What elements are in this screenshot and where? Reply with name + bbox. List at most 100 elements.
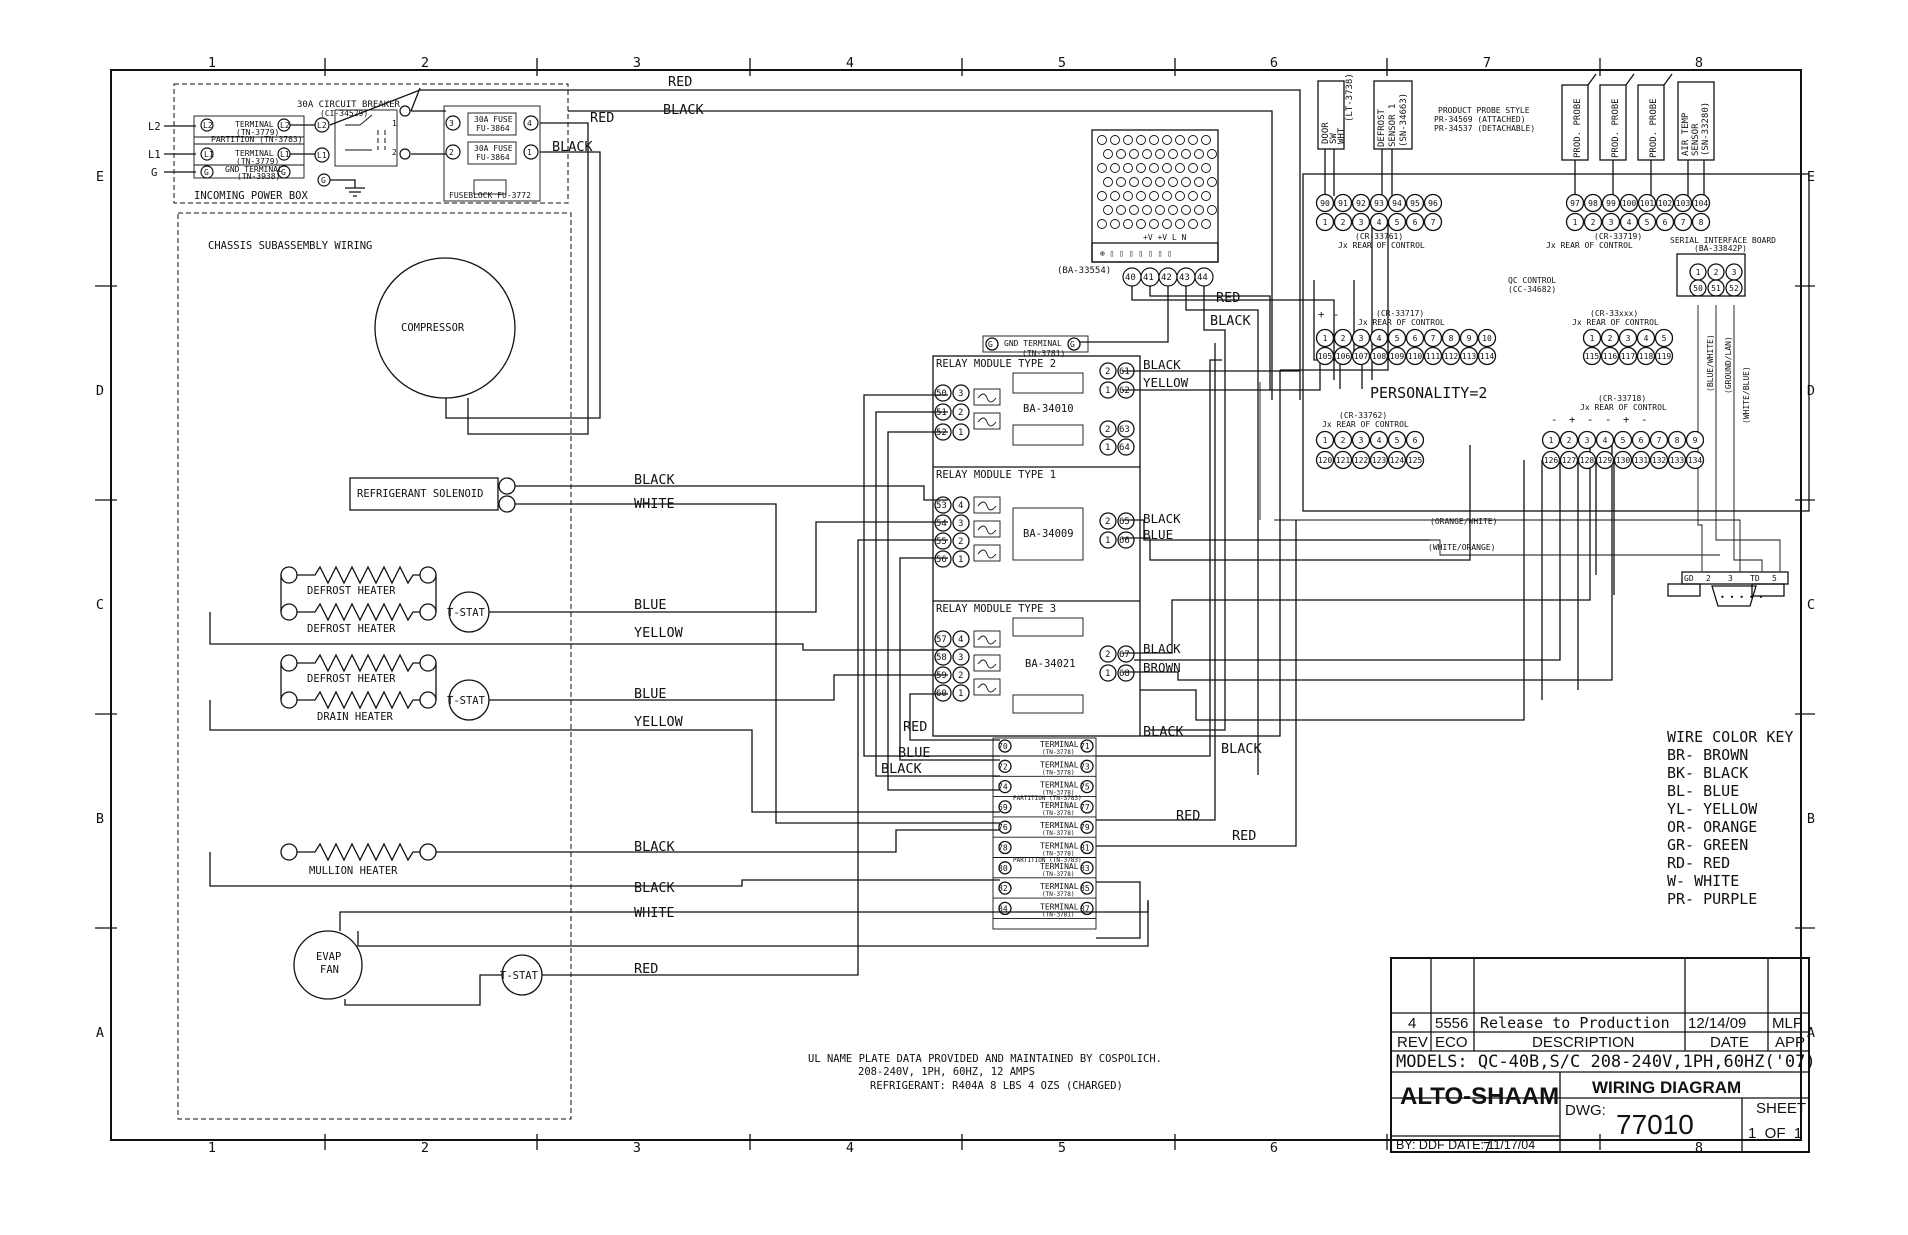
connector-part: (CR-33717)	[1376, 309, 1424, 318]
defrost-heater-label: DEFROST HEATER	[307, 673, 396, 685]
mullion-heater: MULLION HEATER	[280, 842, 437, 877]
company-logo: ALTO-SHAAM	[1400, 1083, 1559, 1110]
terminal-label: TERMINAL	[1040, 902, 1079, 911]
terminal-label: TERMINAL	[235, 120, 274, 129]
connector-pin: 90	[1320, 199, 1330, 208]
connector-pin: 112	[1444, 352, 1459, 361]
column-label: 2	[421, 55, 429, 71]
compressor-label: COMPRESSOR	[401, 322, 465, 334]
app-header: APP	[1775, 1034, 1805, 1051]
connector-pin: 91	[1338, 199, 1348, 208]
connector-pin: 120	[1318, 456, 1333, 465]
connector-pin: 130	[1616, 456, 1631, 465]
psu-pin-labels: +V +V L N	[1143, 233, 1187, 242]
polarity: +	[1569, 414, 1575, 426]
connector-pin: 109	[1390, 352, 1405, 361]
air-temp-label: SENSOR	[1691, 123, 1701, 156]
connector-pin: 3	[1359, 334, 1364, 343]
power-supply: ⊕ ▯ ▯ ▯ ▯ ▯ ▯ ▯ +V +V L N (BA-33554) 40 …	[1057, 129, 1219, 287]
frame-column-labels: 1 2 3 4 5 6 7 8 1 2 3 4 5 6 7 8	[208, 55, 1703, 1156]
terminal-part: (TN-3779)	[236, 157, 279, 166]
gnd-terminal: GND TERMINAL (TN-3781) G G	[982, 335, 1089, 358]
connector-pin: 5	[1395, 436, 1400, 445]
sheet-label: SHEET	[1756, 1100, 1806, 1117]
probe-label: PROD. PROBE	[1611, 98, 1621, 158]
relay-pin-label: 3	[958, 389, 963, 399]
models-line: MODELS: QC-40B,S/C 208-240V,1PH,60HZ('07…	[1396, 1052, 1816, 1072]
terminal-label: TERMINAL	[235, 149, 274, 158]
connector-pin: 123	[1372, 456, 1387, 465]
drawing-number: 77010	[1616, 1109, 1694, 1140]
relay-pin-label: 68	[1119, 669, 1130, 679]
relay-pin-label: 56	[936, 555, 947, 565]
connector-sub: Jx REAR OF CONTROL	[1322, 420, 1409, 429]
connector-pin: 1	[1549, 436, 1554, 445]
date-header: DATE	[1710, 1034, 1749, 1051]
evap-fan-label: EVAP	[316, 951, 341, 963]
terminal-pin: 77	[1080, 803, 1090, 812]
wire-label: WHITE	[634, 905, 675, 921]
connector-pin: 119	[1657, 352, 1672, 361]
wire-label: BLUE	[1143, 527, 1173, 542]
wire-label: BLACK	[1143, 724, 1185, 740]
terminal-part: (TN-3779)	[236, 128, 279, 137]
serial-pin: 50	[1693, 284, 1703, 293]
connector-pin: 116	[1603, 352, 1618, 361]
defrost-sensor-label: SENSOR 1	[1388, 104, 1398, 147]
note-line: UL NAME PLATE DATA PROVIDED AND MAINTAIN…	[808, 1053, 1162, 1065]
connector-sub: Jx REAR OF CONTROL	[1546, 241, 1633, 250]
connector-pin: 3	[1626, 334, 1631, 343]
db9-connector	[1711, 585, 1757, 607]
pin-label: L2	[280, 121, 290, 130]
partition-label: PARTITION (TN-3783)	[1013, 857, 1082, 864]
wire-note: (WHITE/ORANGE)	[1428, 543, 1495, 552]
notes: UL NAME PLATE DATA PROVIDED AND MAINTAIN…	[808, 1053, 1162, 1092]
line-l2-label: L2	[148, 121, 161, 133]
connector-pin: 7	[1681, 218, 1686, 227]
row-label: D	[1807, 383, 1815, 399]
connector-pin: 101	[1640, 199, 1655, 208]
defrost-sensor-part: (SN-34663)	[1399, 93, 1409, 147]
air-temp-part: (SN-33280)	[1701, 102, 1711, 156]
connector-pin: 3	[1585, 436, 1590, 445]
door-switch-part: (LT-3738)	[1345, 73, 1355, 122]
relay-pin-label: 1	[958, 428, 963, 438]
connector-pin: 1	[1323, 334, 1328, 343]
connector-pin: 118	[1639, 352, 1654, 361]
wire-labels: RED BLACK RED BLACK RED BLACK BLACK YELL…	[552, 74, 1263, 977]
connector-pin: 126	[1544, 456, 1559, 465]
connector-pin: 113	[1462, 352, 1477, 361]
connector-pin: 6	[1413, 334, 1418, 343]
wire-key-item: RD- RED	[1667, 854, 1730, 872]
column-label: 3	[633, 1140, 641, 1156]
relay-pin-label: 62	[1119, 386, 1130, 396]
solenoid-box	[349, 477, 499, 511]
title-block: 4 5556 Release to Production 12/14/09 ML…	[1390, 957, 1816, 1153]
row-label: D	[96, 383, 104, 399]
connector-pin: 99	[1606, 199, 1616, 208]
relay-pin-label: 57	[936, 635, 947, 645]
terminal-part: (TN-3781)	[1042, 911, 1075, 918]
relay-pin-label: 61	[1119, 367, 1130, 377]
terminal-part: (TN-3778)	[1042, 871, 1075, 878]
column-label: 6	[1270, 55, 1278, 71]
connector-part: (CR-33762)	[1339, 411, 1387, 420]
tstat-label: T-STAT	[447, 695, 486, 707]
polarity: -	[1605, 414, 1611, 426]
terminal-pin: 79	[1080, 823, 1090, 832]
partition-label: PARTITION (TN-3783)	[211, 135, 303, 144]
pin-label: 43	[1179, 273, 1190, 283]
connector-sub: Jx REAR OF CONTROL	[1580, 403, 1667, 412]
line-l1-label: L1	[148, 149, 161, 161]
connector-pin: 106	[1336, 352, 1351, 361]
terminal-pin: 81	[1080, 844, 1090, 853]
terminal-label: TERMINAL	[1040, 740, 1079, 749]
connector-pin: 100	[1622, 199, 1637, 208]
eco-value: 5556	[1435, 1015, 1468, 1032]
relay-pin-label: 2	[958, 408, 963, 418]
connector-pin: 8	[1675, 436, 1680, 445]
terminal-pin: 74	[998, 783, 1008, 792]
connector-pin: 7	[1431, 334, 1436, 343]
pin-label: 2	[449, 148, 454, 157]
